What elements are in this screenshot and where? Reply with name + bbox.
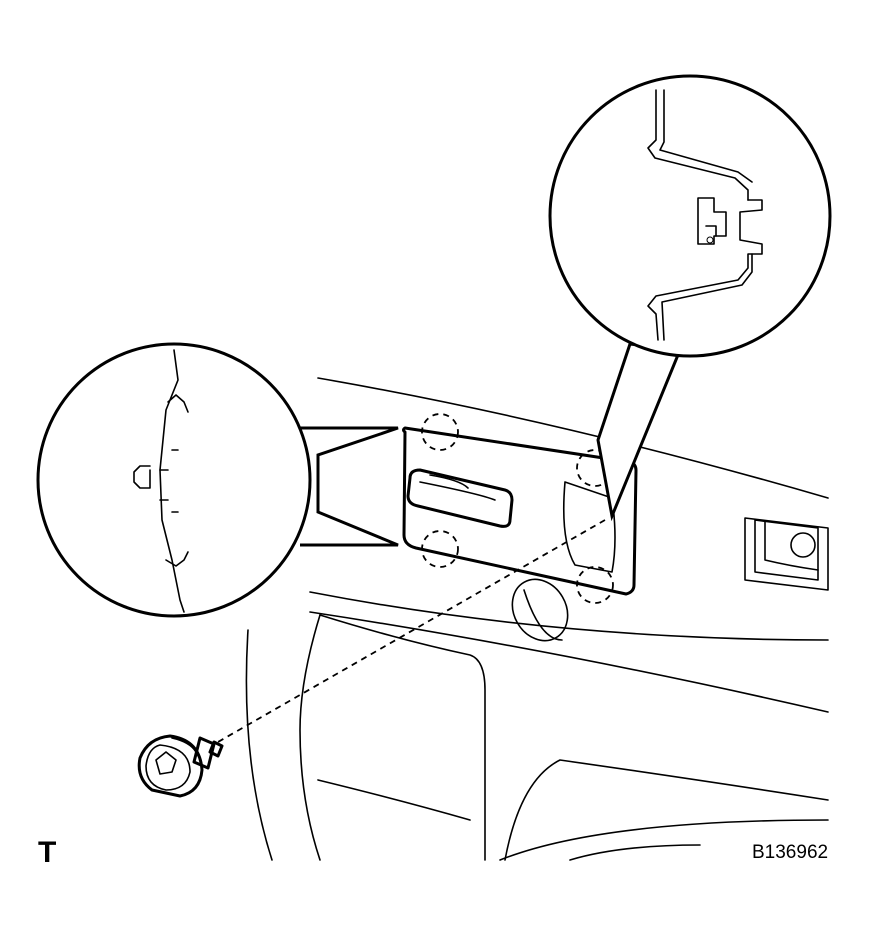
trim-panel [402,426,638,596]
left-detail-callout [36,342,399,618]
corner-mark: T [38,836,57,869]
figure-code: B136962 [752,842,829,863]
right-detail-callout [548,74,832,522]
grommet-hole [511,578,569,642]
side-opening [744,517,829,591]
clip-locations [421,413,614,604]
clip-leader-line [217,519,606,743]
body-panel [245,377,829,861]
clip-part [137,734,224,798]
